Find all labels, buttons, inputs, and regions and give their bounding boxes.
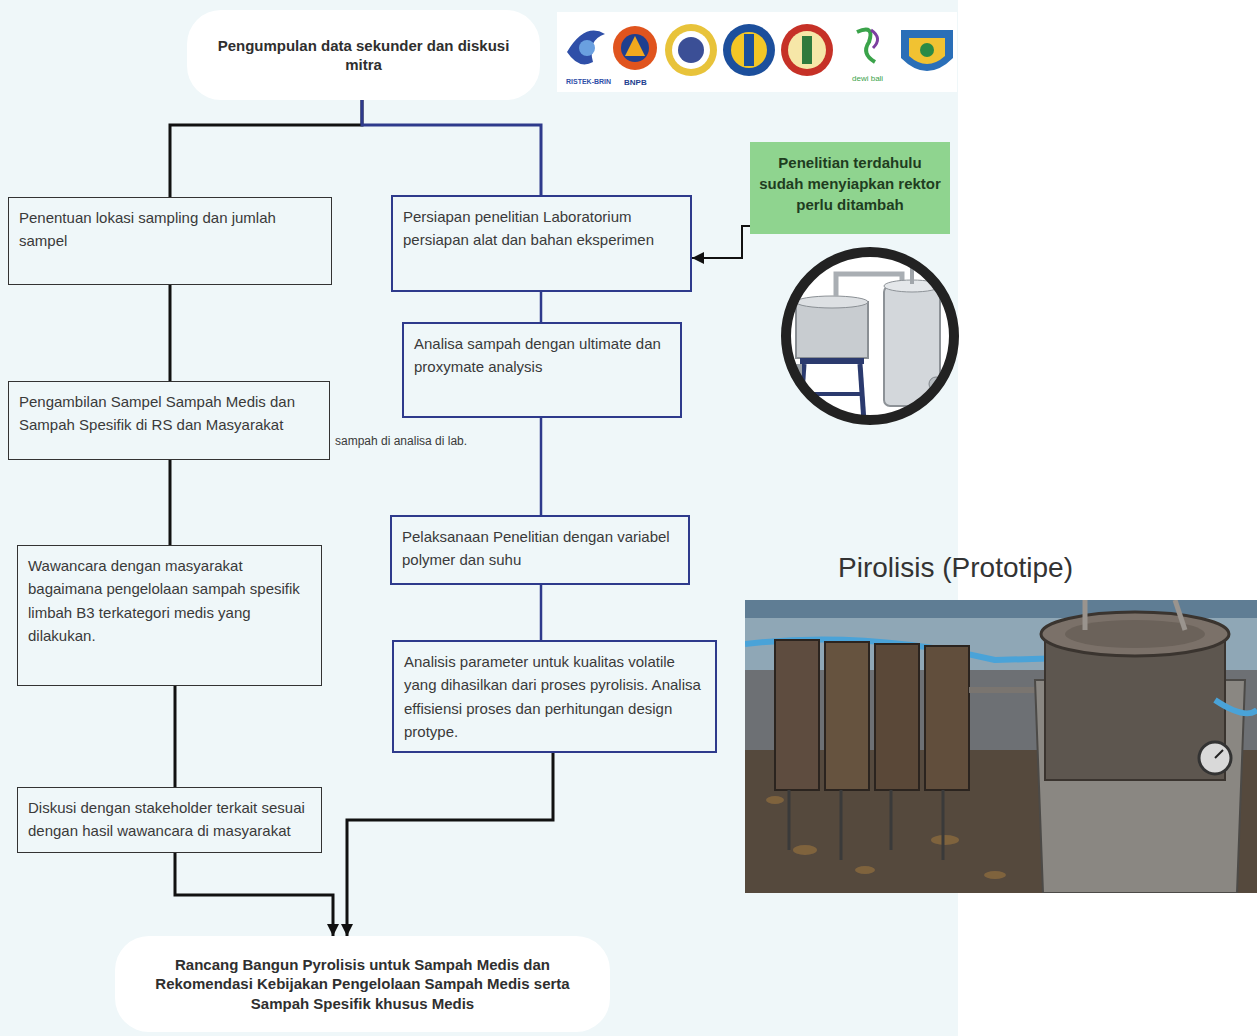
connector bbox=[540, 585, 543, 640]
process-box: Analisis parameter untuk kualitas volati… bbox=[392, 640, 717, 753]
connector bbox=[169, 460, 172, 545]
node-text: Penelitian terdahulu sudah menyiapkan re… bbox=[758, 152, 942, 215]
connector bbox=[347, 753, 553, 936]
process-box: Pelaksanaan Penelitian dengan variabel p… bbox=[390, 515, 690, 585]
process-box: Wawancara dengan masyarakat bagaimana pe… bbox=[17, 545, 322, 686]
connector bbox=[540, 292, 543, 322]
node-text: Rancang Bangun Pyrolisis untuk Sampah Me… bbox=[141, 955, 584, 1014]
end-pill: Rancang Bangun Pyrolisis untuk Sampah Me… bbox=[115, 936, 610, 1032]
process-box: Penentuan lokasi sampling dan jumlah sam… bbox=[8, 197, 332, 285]
connector bbox=[362, 100, 541, 195]
node-text: Pengambilan Sampel Sampah Medis dan Samp… bbox=[19, 390, 319, 437]
partner-logos bbox=[557, 12, 957, 92]
connector bbox=[170, 100, 362, 197]
note-box: Penelitian terdahulu sudah menyiapkan re… bbox=[750, 142, 950, 234]
node-text: Penentuan lokasi sampling dan jumlah sam… bbox=[19, 206, 321, 253]
start-pill: Pengumpulan data sekunder dan diskusi mi… bbox=[187, 10, 540, 100]
logo-text: dewi bali bbox=[852, 74, 883, 83]
node-text: Persiapan penelitian Laboratorium persia… bbox=[403, 205, 680, 252]
node-text: Analisis parameter untuk kualitas volati… bbox=[404, 650, 705, 743]
connector bbox=[174, 686, 177, 787]
connector bbox=[175, 853, 333, 936]
node-text: Pengumpulan data sekunder dan diskusi mi… bbox=[213, 36, 514, 75]
node-text: Pelaksanaan Penelitian dengan variabel p… bbox=[402, 525, 678, 572]
logo-text: RISTEK-BRIN bbox=[566, 78, 611, 85]
prototype-photo-circle bbox=[778, 244, 962, 428]
figure-caption: Pirolisis (Prototipe) bbox=[838, 552, 1073, 584]
node-text: Analisa sampah dengan ultimate dan proxy… bbox=[414, 332, 670, 379]
connector bbox=[540, 418, 543, 515]
connector bbox=[169, 285, 172, 381]
note-text: sampah di analisa di lab. bbox=[335, 434, 467, 448]
process-box: Diskusi dengan stakeholder terkait sesua… bbox=[17, 787, 322, 853]
process-box: Analisa sampah dengan ultimate dan proxy… bbox=[402, 322, 682, 418]
logo-text: BNPB bbox=[624, 78, 647, 87]
node-text: Wawancara dengan masyarakat bagaimana pe… bbox=[28, 554, 311, 647]
process-box: Persiapan penelitian Laboratorium persia… bbox=[391, 195, 692, 292]
connector bbox=[692, 226, 750, 258]
node-text: Diskusi dengan stakeholder terkait sesua… bbox=[28, 796, 311, 843]
process-box: Pengambilan Sampel Sampah Medis dan Samp… bbox=[8, 381, 330, 460]
prototype-photo bbox=[745, 600, 1257, 893]
